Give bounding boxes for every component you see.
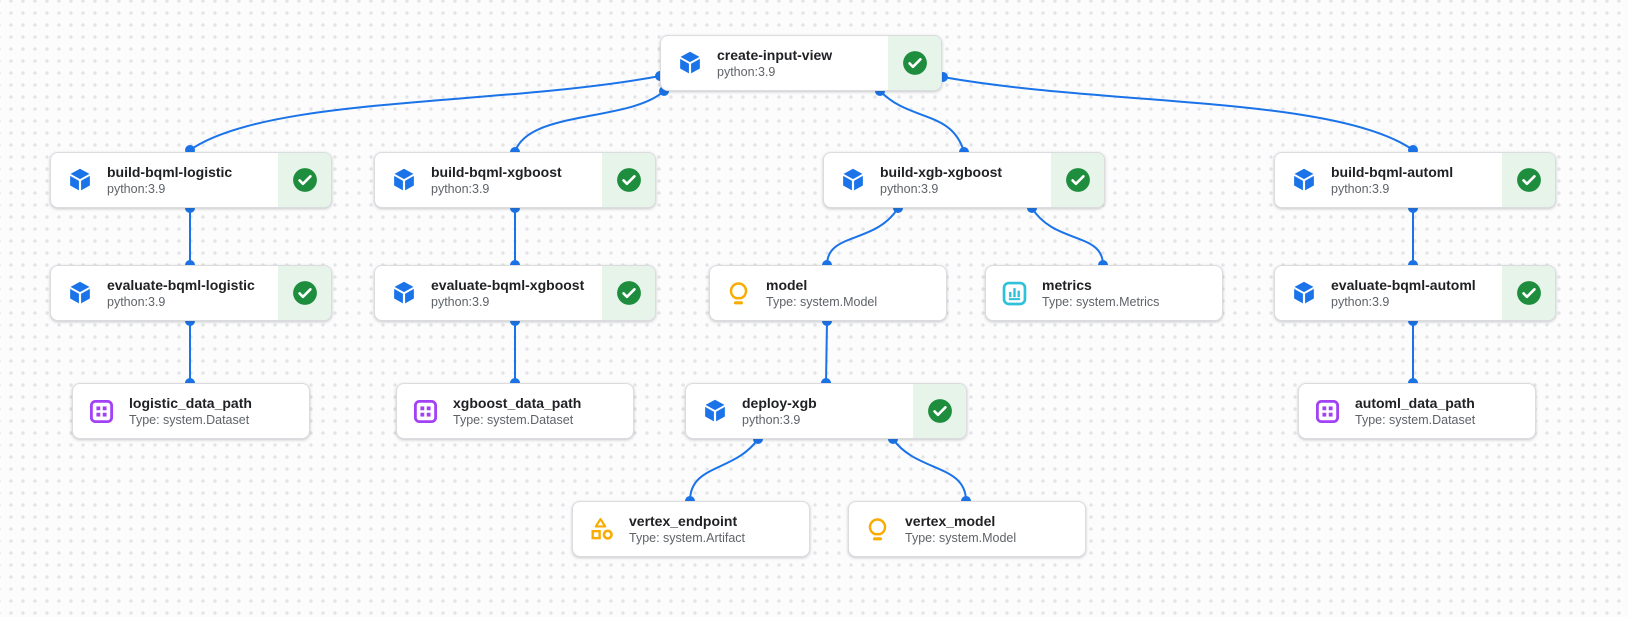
node-subtitle: Type: system.Model — [905, 531, 1017, 545]
success-check-icon — [292, 167, 318, 193]
node-subtitle: python:3.9 — [431, 295, 490, 309]
success-check-icon — [1065, 167, 1091, 193]
dataset-icon — [1314, 398, 1341, 425]
node-build-bqml-logistic[interactable]: build-bqml-logistic python:3.9 — [50, 152, 332, 208]
success-check-icon — [292, 280, 318, 306]
cube-icon — [1290, 280, 1317, 307]
node-title: automl_data_path — [1355, 395, 1475, 411]
cube-icon — [66, 167, 93, 194]
dataset-icon — [88, 398, 115, 425]
edge — [892, 438, 967, 502]
cube-icon — [390, 280, 417, 307]
node-title: create-input-view — [717, 47, 833, 63]
node-subtitle: Type: system.Dataset — [453, 413, 574, 427]
status-badge — [278, 266, 331, 320]
status-badge — [1502, 266, 1555, 320]
artifact-icon — [588, 516, 615, 543]
success-check-icon — [1516, 280, 1542, 306]
cube-icon — [701, 398, 728, 425]
node-subtitle: python:3.9 — [431, 182, 490, 196]
cube-icon — [676, 50, 703, 77]
node-title: metrics — [1042, 277, 1092, 293]
edge — [689, 438, 759, 502]
node-title: evaluate-bqml-xgboost — [431, 277, 585, 293]
edge — [514, 90, 665, 153]
node-evaluate-bqml-logistic[interactable]: evaluate-bqml-logistic python:3.9 — [50, 265, 332, 321]
cube-icon — [390, 167, 417, 194]
node-title: vertex_model — [905, 513, 996, 529]
node-title: deploy-xgb — [742, 395, 817, 411]
node-subtitle: Type: system.Metrics — [1042, 295, 1160, 309]
success-check-icon — [1516, 167, 1542, 193]
edge — [826, 207, 899, 266]
status-badge — [278, 153, 331, 207]
node-build-bqml-automl[interactable]: build-bqml-automl python:3.9 — [1274, 152, 1556, 208]
node-subtitle: python:3.9 — [107, 182, 166, 196]
status-badge — [602, 266, 655, 320]
cube-icon — [839, 167, 866, 194]
node-evaluate-bqml-automl[interactable]: evaluate-bqml-automl python:3.9 — [1274, 265, 1556, 321]
node-title: build-bqml-logistic — [107, 164, 233, 180]
node-deploy-xgb[interactable]: deploy-xgb python:3.9 — [685, 383, 967, 439]
node-title: evaluate-bqml-automl — [1331, 277, 1476, 293]
success-check-icon — [616, 167, 642, 193]
node-subtitle: Type: system.Artifact — [629, 531, 746, 545]
node-create-input-view[interactable]: create-input-view python:3.9 — [660, 35, 942, 91]
node-build-xgb-xgboost[interactable]: build-xgb-xgboost python:3.9 — [823, 152, 1105, 208]
metrics-icon — [1001, 280, 1028, 307]
edge — [879, 90, 965, 153]
node-subtitle: python:3.9 — [717, 65, 776, 79]
lightbulb-icon — [725, 280, 752, 307]
node-evaluate-bqml-xgboost[interactable]: evaluate-bqml-xgboost python:3.9 — [374, 265, 656, 321]
cube-icon — [1290, 167, 1317, 194]
node-title: build-bqml-xgboost — [431, 164, 562, 180]
node-build-bqml-xgboost[interactable]: build-bqml-xgboost python:3.9 — [374, 152, 656, 208]
node-logistic_data_path[interactable]: logistic_data_path Type: system.Dataset — [72, 383, 310, 439]
edge — [189, 75, 661, 151]
node-title: evaluate-bqml-logistic — [107, 277, 255, 293]
edge — [825, 320, 828, 384]
node-subtitle: python:3.9 — [107, 295, 166, 309]
node-model[interactable]: model Type: system.Model — [709, 265, 947, 321]
status-badge — [1502, 153, 1555, 207]
node-title: build-xgb-xgboost — [880, 164, 1003, 180]
dataset-icon — [412, 398, 439, 425]
node-metrics[interactable]: metrics Type: system.Metrics — [985, 265, 1223, 321]
success-check-icon — [927, 398, 953, 424]
node-subtitle: python:3.9 — [742, 413, 801, 427]
status-badge — [602, 153, 655, 207]
node-subtitle: python:3.9 — [1331, 182, 1390, 196]
node-xgboost_data_path[interactable]: xgboost_data_path Type: system.Dataset — [396, 383, 634, 439]
node-subtitle: Type: system.Dataset — [1355, 413, 1476, 427]
lightbulb-icon — [864, 516, 891, 543]
status-badge — [913, 384, 966, 438]
status-badge — [888, 36, 941, 90]
node-subtitle: python:3.9 — [1331, 295, 1390, 309]
status-badge — [1051, 153, 1104, 207]
node-automl_data_path[interactable]: automl_data_path Type: system.Dataset — [1298, 383, 1536, 439]
cube-icon — [66, 280, 93, 307]
node-title: model — [766, 277, 808, 293]
node-title: logistic_data_path — [129, 395, 252, 411]
success-check-icon — [616, 280, 642, 306]
node-title: xgboost_data_path — [453, 395, 582, 411]
node-vertex_endpoint[interactable]: vertex_endpoint Type: system.Artifact — [572, 501, 810, 557]
node-subtitle: python:3.9 — [880, 182, 939, 196]
edge — [1031, 207, 1104, 266]
node-subtitle: Type: system.Dataset — [129, 413, 250, 427]
edge — [942, 76, 1414, 151]
node-vertex_model[interactable]: vertex_model Type: system.Model — [848, 501, 1086, 557]
node-title: vertex_endpoint — [629, 513, 738, 529]
node-subtitle: Type: system.Model — [766, 295, 878, 309]
node-title: build-bqml-automl — [1331, 164, 1454, 180]
success-check-icon — [902, 50, 928, 76]
